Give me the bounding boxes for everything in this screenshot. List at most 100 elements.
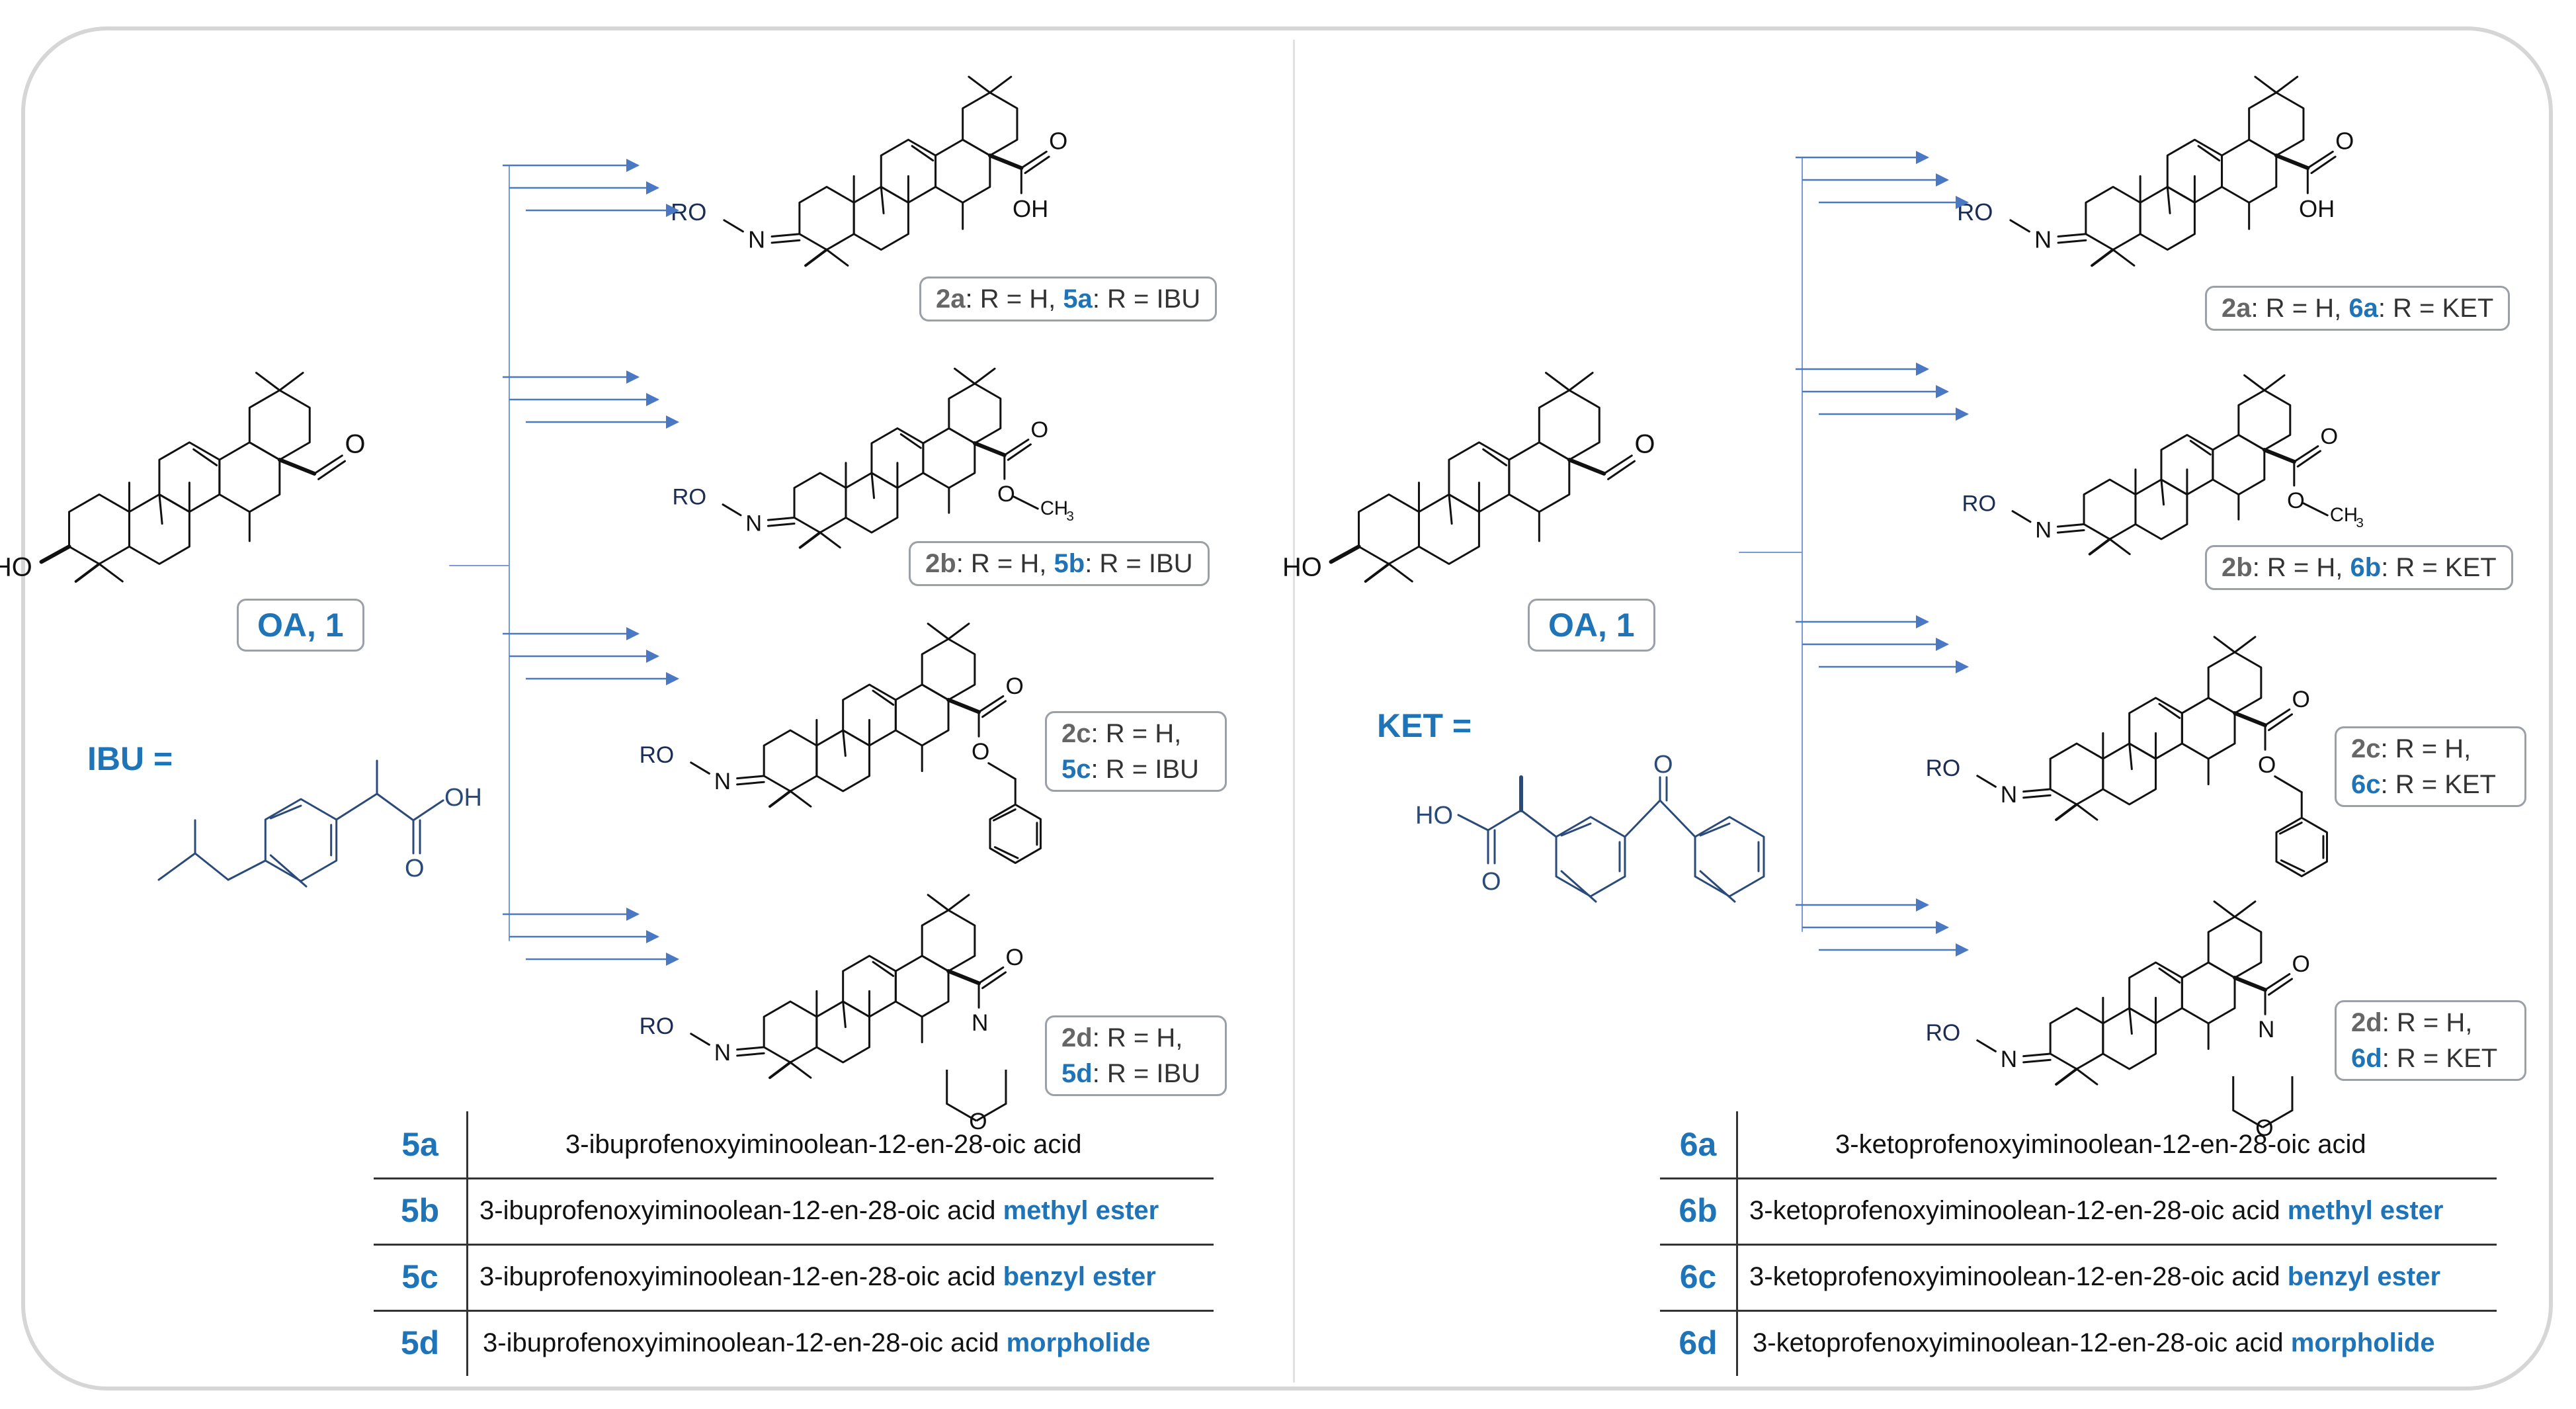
hydroxyl-label: HO <box>0 552 32 581</box>
panel-divider <box>1293 40 1295 1383</box>
oxygen-label: O <box>1006 673 1024 699</box>
ket-definition-label: KET = <box>1377 707 1472 744</box>
compound-name-base: 3-ibuprofenoxyiminoolean-12-en-28-oic ac… <box>565 1130 1082 1159</box>
oxygen-label: O <box>2292 687 2310 712</box>
nitrogen-label: N <box>745 511 762 536</box>
oxygen-label: O <box>2258 752 2276 778</box>
compound-name-suffix: morpholide <box>2290 1328 2435 1357</box>
oxygen-label: O <box>2287 488 2305 513</box>
hydroxyl-label: OH <box>1013 195 1048 222</box>
label-prefix: 2d <box>2351 1008 2382 1037</box>
oxygen-label: O <box>1030 417 1048 443</box>
product-label-2d-6d: 2d: R = H, 6d: R = KET <box>2335 1000 2526 1081</box>
table-divider <box>374 1310 1214 1312</box>
product-label-2c-5c: 2c: R = H, 5c: R = IBU <box>1045 711 1227 792</box>
product-label-2a-5a: 2a: R = H, 5a: R = IBU <box>919 277 1218 321</box>
nitrogen-label: N <box>972 1010 988 1036</box>
hydroxyl-label: OH <box>2299 195 2335 222</box>
compound-name-base: 3-ketoprofenoxyiminoolean-12-en-28-oic a… <box>1749 1196 2288 1225</box>
label-code: 6c <box>2351 770 2381 799</box>
hydroxyl-label: HO <box>1415 802 1453 830</box>
oleanolic-acid-structure-left: O HO <box>0 372 365 583</box>
oxygen-label: O <box>997 482 1015 507</box>
nitrogen-label: N <box>714 769 731 794</box>
compound-id: 6d <box>1679 1324 1718 1361</box>
table-divider <box>1660 1244 2497 1246</box>
table-row: 6a 3-ketoprofenoxyiminoolean-12-en-28-oi… <box>1660 1111 2497 1177</box>
compound-name-suffix: morpholide <box>1006 1328 1151 1357</box>
compound-id: 5c <box>401 1258 438 1295</box>
hydroxyl-label: OH <box>444 784 482 812</box>
label-code: 5b <box>1054 549 1085 578</box>
compound-name-base: 3-ketoprofenoxyiminoolean-12-en-28-oic a… <box>1749 1262 2288 1291</box>
start-material-label-right: OA, 1 <box>1528 599 1655 652</box>
ro-label: RO <box>671 198 706 226</box>
label-text: : R = KET <box>2381 553 2497 582</box>
methyl-label: CH <box>2330 505 2358 526</box>
compound-name: 3-ketoprofenoxyiminoolean-12-en-28-oic a… <box>1753 1310 2435 1376</box>
label-text: : R = H, <box>1091 719 1182 748</box>
ro-label: RO <box>1926 755 1961 781</box>
label-prefix: 2d <box>1061 1023 1093 1052</box>
compound-name-base: 3-ibuprofenoxyiminoolean-12-en-28-oic ac… <box>479 1262 1003 1291</box>
ibuprofen-structure: O OH <box>157 759 482 888</box>
label-text: : R = KET <box>2378 294 2494 323</box>
label-text: : R = KET <box>2380 770 2497 799</box>
table-divider <box>1660 1310 2497 1312</box>
compound-id: 5d <box>400 1324 440 1361</box>
product-label-2a-6a: 2a: R = H, 6a: R = KET <box>2205 286 2511 331</box>
compound-id: 6b <box>1679 1192 1718 1229</box>
nitrogen-label: N <box>2035 517 2052 542</box>
nitrogen-label: N <box>714 1040 731 1066</box>
oxygen-label: O <box>345 430 365 459</box>
reaction-arrows <box>1739 151 1969 957</box>
label-text: : R = H, <box>2251 294 2349 323</box>
table-divider <box>374 1177 1214 1179</box>
label-text: : R = IBU <box>1092 1059 1201 1088</box>
label-prefix: 2b <box>925 549 956 578</box>
table-row: 6b 3-ketoprofenoxyiminoolean-12-en-28-oi… <box>1660 1177 2497 1244</box>
table-row: 5b 3-ibuprofenoxyiminoolean-12-en-28-oic… <box>374 1177 1214 1244</box>
label-prefix: 2a <box>936 284 966 314</box>
compound-name-base: 3-ibuprofenoxyiminoolean-12-en-28-oic ac… <box>479 1196 1003 1225</box>
compound-name: 3-ibuprofenoxyiminoolean-12-en-28-oic ac… <box>483 1310 1150 1376</box>
label-prefix: 2c <box>1061 719 1091 748</box>
table-row: 5c 3-ibuprofenoxyiminoolean-12-en-28-oic… <box>374 1244 1214 1310</box>
hydroxyl-label: HO <box>1282 552 1322 581</box>
compound-table-left: 5a 3-ibuprofenoxyiminoolean-12-en-28-oic… <box>374 1111 1214 1376</box>
compound-name: 3-ibuprofenoxyiminoolean-12-en-28-oic ac… <box>565 1111 1081 1177</box>
compound-name-base: 3-ketoprofenoxyiminoolean-12-en-28-oic a… <box>1835 1130 2366 1159</box>
compound-name-base: 3-ibuprofenoxyiminoolean-12-en-28-oic ac… <box>483 1328 1007 1357</box>
methyl-label: CH <box>1040 498 1068 519</box>
table-row: 5a 3-ibuprofenoxyiminoolean-12-en-28-oic… <box>374 1111 1214 1177</box>
oxygen-label: O <box>1634 430 1655 459</box>
label-text: : R = IBU <box>1092 284 1201 314</box>
compound-name-suffix: benzyl ester <box>2287 1262 2441 1291</box>
label-code: 6d <box>2351 1044 2382 1073</box>
label-text: : R = H, <box>2252 553 2350 582</box>
product-label-2b-5b: 2b: R = H, 5b: R = IBU <box>909 541 1210 586</box>
oxygen-label: O <box>2255 1115 2273 1141</box>
table-divider <box>1660 1177 2497 1179</box>
subscript-label: 3 <box>1066 509 1073 524</box>
label-text: : R = IBU <box>1091 755 1199 784</box>
ibu-definition-label: IBU = <box>87 740 173 777</box>
oxygen-label: O <box>2292 951 2310 977</box>
label-text: : R = H, <box>965 284 1063 314</box>
product-label-2b-6b: 2b: R = H, 6b: R = KET <box>2205 545 2513 590</box>
compound-name: 3-ketoprofenoxyiminoolean-12-en-28-oic a… <box>1749 1177 2443 1244</box>
label-code: 6a <box>2348 294 2378 323</box>
compound-name: 3-ibuprofenoxyiminoolean-12-en-28-oic ac… <box>479 1177 1159 1244</box>
oxygen-label: O <box>405 855 425 882</box>
label-prefix: 2b <box>2222 553 2253 582</box>
label-prefix: 2c <box>2351 734 2381 763</box>
oleanolic-acid-structure-right: O HO <box>1282 372 1655 583</box>
nitrogen-label: N <box>2258 1017 2274 1043</box>
nitrogen-label: N <box>2001 782 2017 808</box>
oxygen-label: O <box>2335 128 2354 155</box>
